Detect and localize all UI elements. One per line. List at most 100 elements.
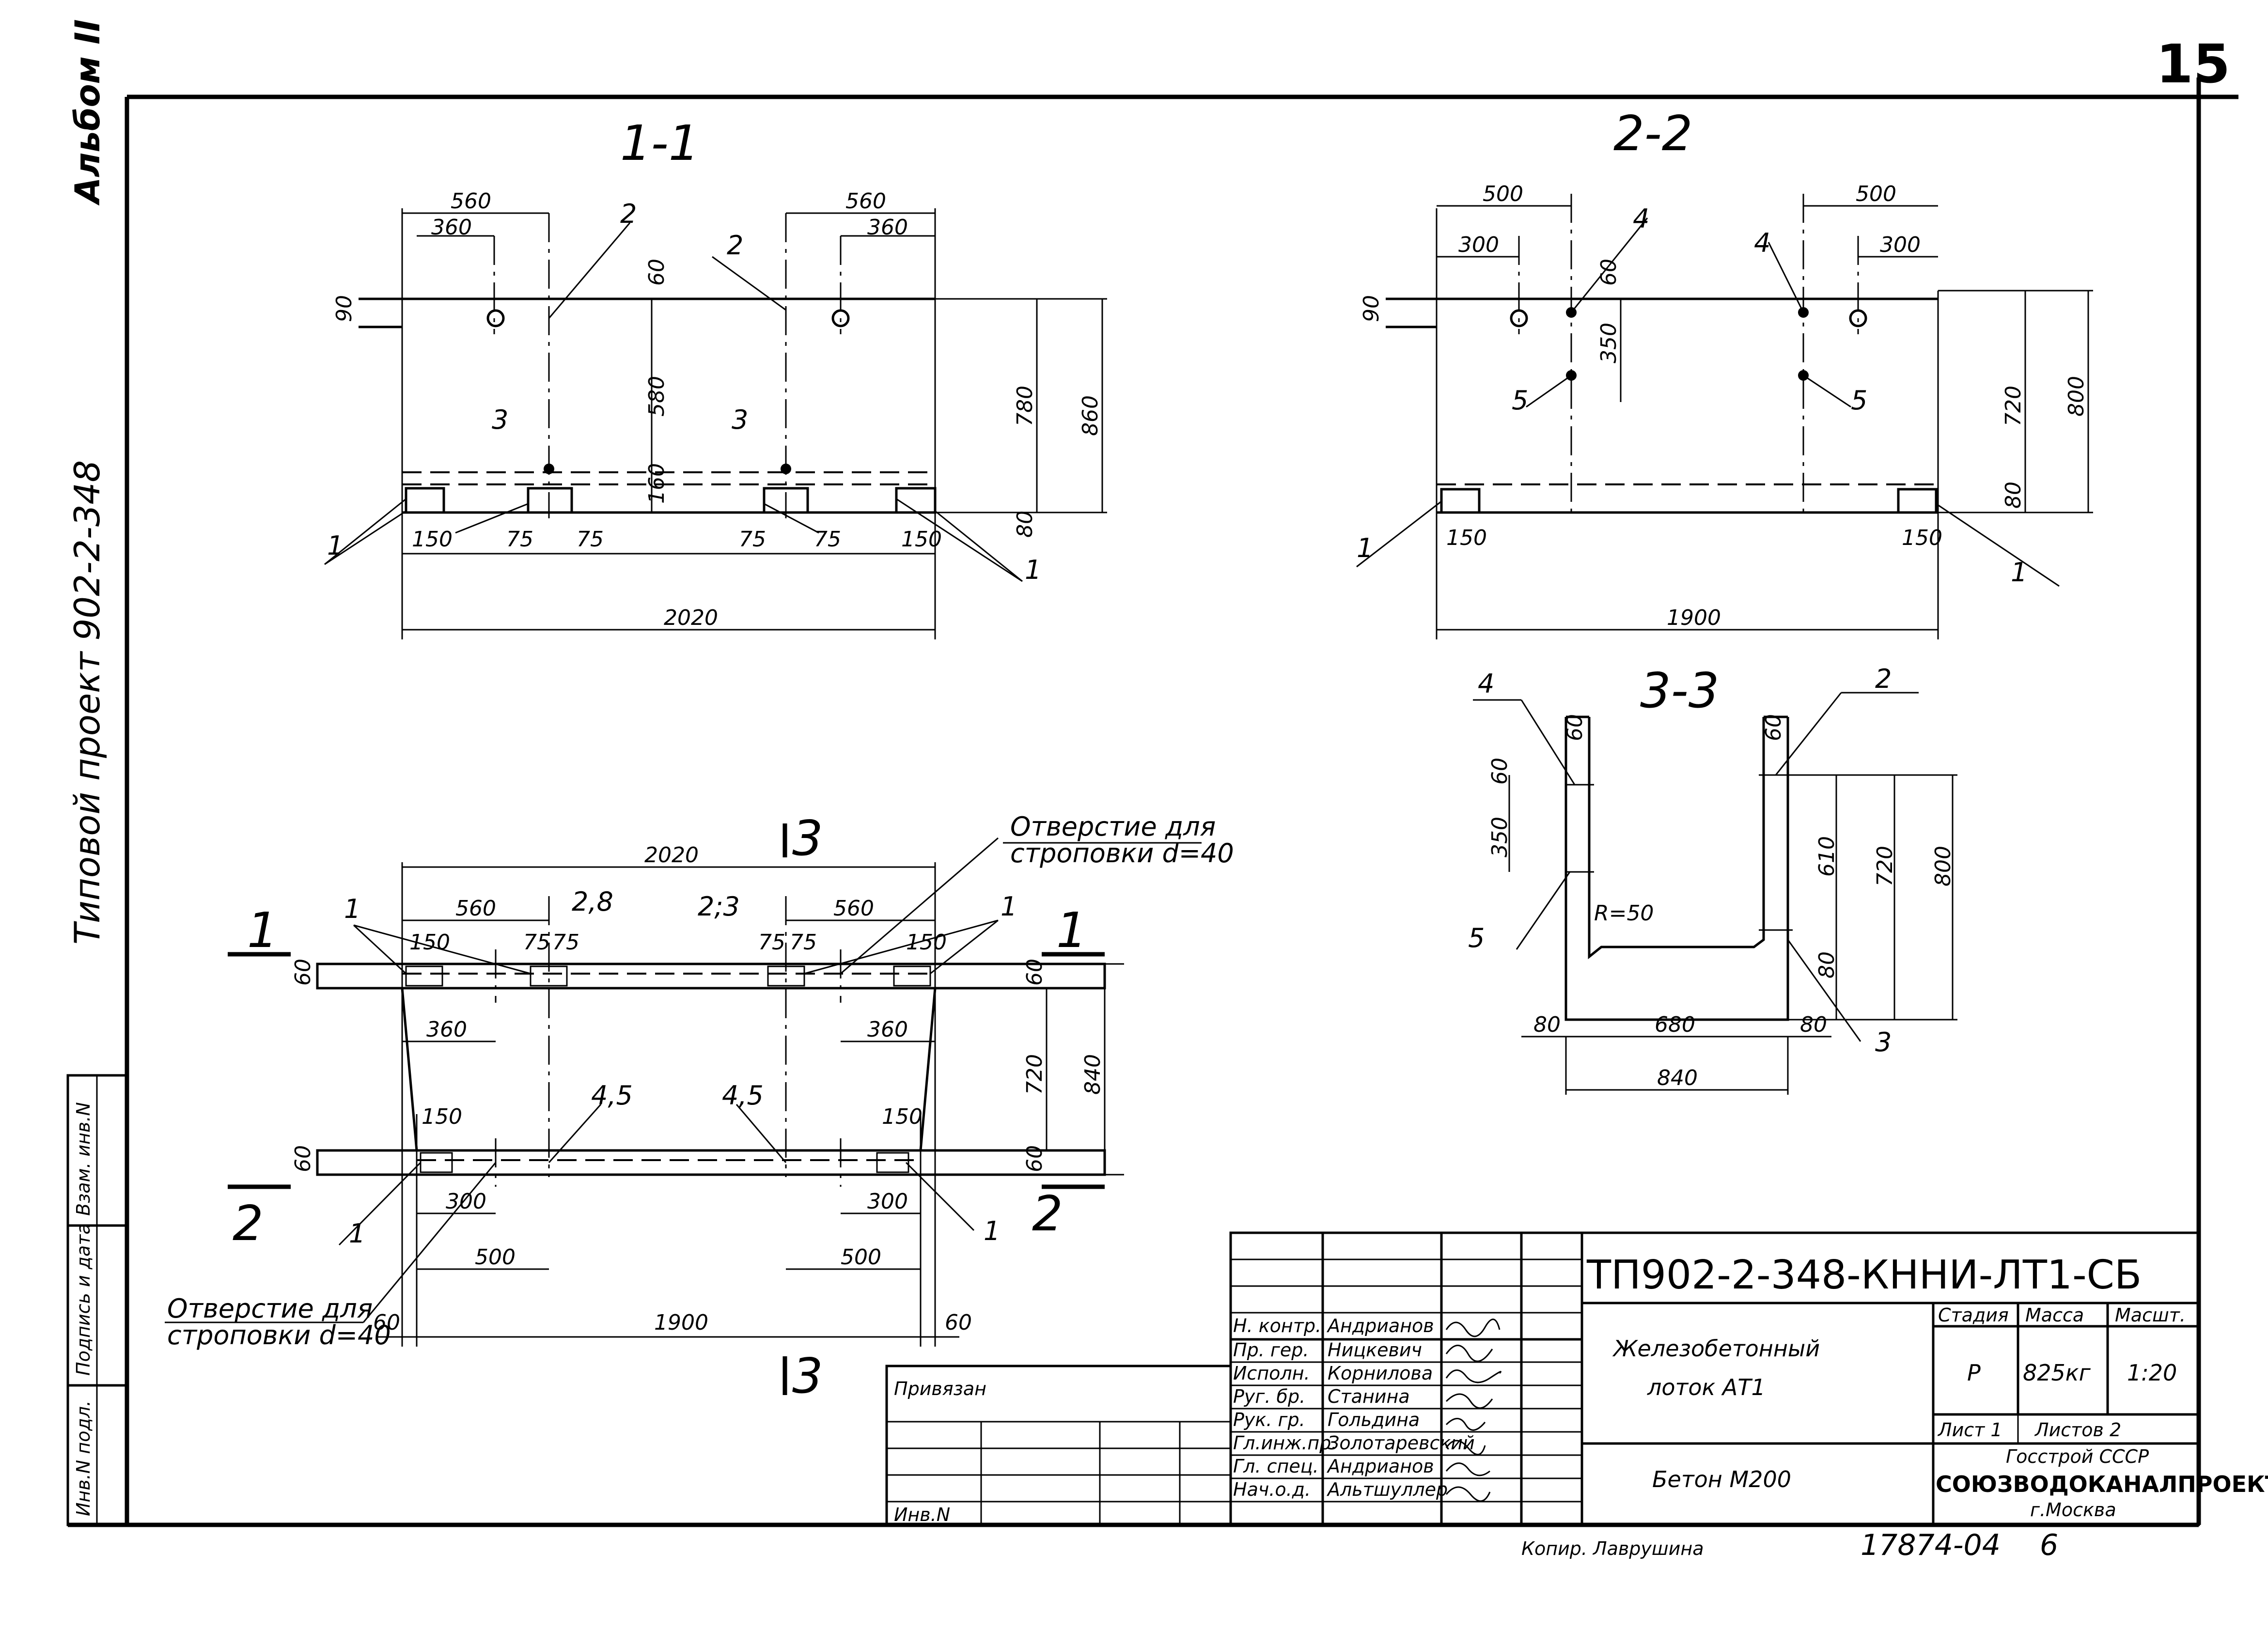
section-title-1-1: 1-1 <box>620 115 699 171</box>
dim-1-1-560-left: 560 <box>451 189 491 214</box>
note-hole-top-1: Отверстие для <box>1010 811 1216 842</box>
dim-1-1-2020: 2020 <box>664 605 718 630</box>
dim-1-1-80: 80 <box>1013 511 1037 538</box>
dim-plan-75-a: 75 <box>523 930 550 955</box>
cut-mark-1-right: 1 <box>1056 902 1087 959</box>
dim-plan-150-a: 150 <box>409 930 450 955</box>
dim-1-1-150-right: 150 <box>901 527 942 552</box>
dim-plan-560-right: 560 <box>833 896 874 921</box>
dim-3-3-80-left: 80 <box>1533 1012 1561 1037</box>
dim-3-3-350: 350 <box>1487 817 1512 857</box>
dim-2-2-300-left: 300 <box>1458 233 1499 257</box>
callout-1-1-3-left: 3 <box>492 404 508 435</box>
project-label: Типовой проект 902-2-348 <box>67 460 108 945</box>
archive-number: 17874-04 <box>1861 1528 2001 1562</box>
org-line-2: СОЮЗВОДОКАНАЛПРОЕКТ <box>1936 1471 2268 1497</box>
dim-3-3-60-right: 60 <box>1761 714 1786 741</box>
name-5: Гольдина <box>1328 1409 1420 1430</box>
dim-2-2-150-right: 150 <box>1902 526 1942 550</box>
callout-plan-45-a: 4,5 <box>591 1080 633 1111</box>
dim-3-3-610: 610 <box>1814 836 1839 877</box>
dim-plan-1900: 1900 <box>654 1310 708 1335</box>
note-hole-bottom-2: строповки d=40 <box>167 1320 391 1350</box>
dim-plan-360-right: 360 <box>867 1017 908 1042</box>
title-line-2: лоток АТ1 <box>1647 1374 1766 1400</box>
dim-2-2-720: 720 <box>2001 386 2026 426</box>
note-hole-bottom-1: Отверстие для <box>167 1293 373 1324</box>
cut-mark-2-left: 2 <box>233 1195 264 1252</box>
cut-mark-3-bottom: 3 <box>792 1348 823 1404</box>
dim-plan-60-right: 60 <box>945 1310 972 1335</box>
callout-3-3-5: 5 <box>1468 923 1485 953</box>
dim-2-2-80: 80 <box>2001 481 2026 509</box>
dim-plan-75-d: 75 <box>790 930 817 955</box>
callout-1-1-2-right: 2 <box>727 230 743 261</box>
dim-plan-150-c: 150 <box>422 1104 462 1129</box>
callout-plan-28: 2,8 <box>572 886 613 917</box>
section-3-3-view <box>1473 692 1957 1095</box>
dim-1-1-60: 60 <box>644 259 669 286</box>
callout-1-1-1-left: 1 <box>327 530 344 561</box>
material-label: Бетон М200 <box>1652 1466 1791 1492</box>
section-title-3-3: 3-3 <box>1640 662 1719 719</box>
dim-plan-75-c: 75 <box>758 930 785 955</box>
dim-3-3-60-side: 60 <box>1487 758 1512 785</box>
dim-plan-360-left: 360 <box>426 1017 467 1042</box>
dim-3-3-720: 720 <box>1873 846 1897 886</box>
dim-3-3-80-right: 80 <box>1800 1012 1827 1037</box>
dim-3-3-800: 800 <box>1931 846 1955 886</box>
dim-2-2-1900: 1900 <box>1667 605 1721 630</box>
name-1: Андрианов <box>1326 1315 1434 1336</box>
sheet-frame <box>68 78 2238 1527</box>
plan-view <box>165 823 1202 1395</box>
callout-2-2-4-right: 4 <box>1754 228 1770 258</box>
dim-2-2-350: 350 <box>1596 323 1621 363</box>
name-2: Ницкевич <box>1328 1339 1422 1361</box>
copied-by: Копир. Лаврушина <box>1521 1538 1704 1559</box>
dim-plan-560-left: 560 <box>455 896 496 921</box>
dim-1-1-580: 580 <box>644 376 669 417</box>
callout-1-1-2-left: 2 <box>620 199 637 229</box>
title-line-1: Железобетонный <box>1612 1335 1820 1362</box>
dim-1-1-75-b: 75 <box>577 527 604 552</box>
name-6: Золотаревский <box>1328 1432 1475 1454</box>
callout-2-2-1-right: 1 <box>2011 557 2027 588</box>
stage-value: Р <box>1967 1360 1981 1386</box>
callout-2-2-5-right: 5 <box>1851 385 1867 416</box>
org-line-3: г.Москва <box>2030 1499 2116 1521</box>
doc-code: ТП902-2-348-КННИ-ЛТ1-СБ <box>1586 1252 2142 1298</box>
title-block-grid <box>885 1231 2200 1526</box>
scale-label: Масшт. <box>2115 1304 2186 1326</box>
dim-plan-60-a: 60 <box>291 959 315 986</box>
dim-plan-500-right: 500 <box>841 1245 881 1270</box>
callout-3-3-4: 4 <box>1478 668 1494 699</box>
role-5: Рук. гр. <box>1233 1409 1305 1430</box>
dim-plan-2020: 2020 <box>644 843 699 868</box>
page-number: 15 <box>2156 33 2230 95</box>
callout-2-2-1-left: 1 <box>1357 533 1373 563</box>
dim-1-1-75-c: 75 <box>739 527 766 552</box>
privyazan-label: Привязан <box>894 1378 986 1399</box>
callout-plan-1-d: 1 <box>984 1216 1000 1246</box>
dim-3-3-r50: R=50 <box>1594 901 1654 926</box>
archive-index: 6 <box>2040 1528 2058 1562</box>
dim-2-2-60: 60 <box>1596 259 1621 286</box>
mass-label: Масса <box>2025 1304 2084 1326</box>
dim-plan-300-right: 300 <box>867 1189 908 1214</box>
dim-2-2-300-right: 300 <box>1880 233 1921 257</box>
album-label: Альбом II <box>68 19 108 206</box>
callout-plan-1-a: 1 <box>344 894 360 924</box>
role-8: Нач.о.д. <box>1233 1479 1311 1500</box>
dim-1-1-360-left: 360 <box>431 215 472 240</box>
dim-plan-840: 840 <box>1080 1054 1105 1095</box>
dim-1-1-75-d: 75 <box>814 527 841 552</box>
approval-strip <box>66 1074 128 1526</box>
dim-1-1-160: 160 <box>644 463 669 504</box>
section-2-2-view <box>1356 194 2093 639</box>
scale-value: 1:20 <box>2127 1360 2177 1386</box>
dim-1-1-75-a: 75 <box>506 527 533 552</box>
signatures <box>1445 1319 1502 1502</box>
dim-plan-60-d: 60 <box>1022 1145 1047 1172</box>
cut-mark-2-right: 2 <box>1032 1185 1063 1242</box>
